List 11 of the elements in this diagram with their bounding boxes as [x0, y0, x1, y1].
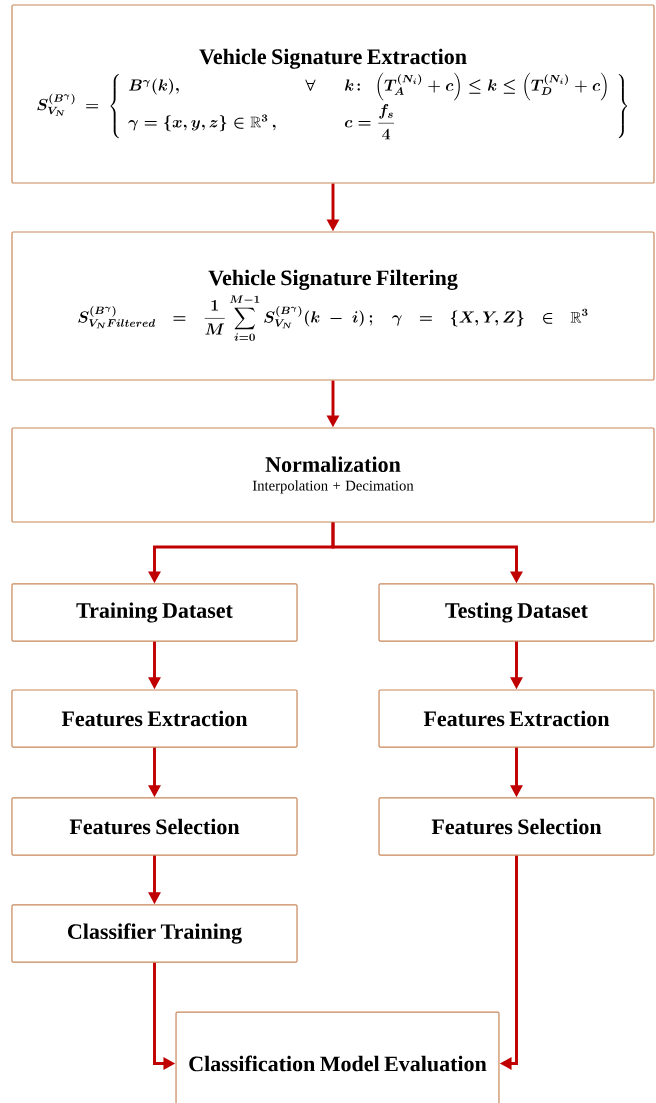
process-box: Vehicle Signature Filtering $S_{V_N Filtered}^{(B^{\gamma})}=\frac{1}{M}\sum_{i=0}^{M-1}S_{V_N}^{(B^{\gamma})}(k-i)\,;\quad \gamma=\{X,Y,Z\}\in\mathbb{R}^3$	[11, 231, 655, 381]
process-box: Training Dataset	[11, 583, 298, 642]
process-box: Features Extraction	[378, 689, 655, 748]
process-box: Normalization Interpolation + Decimation	[11, 427, 655, 523]
process-box: Classifier Training	[11, 904, 298, 963]
process-box: Testing Dataset	[378, 583, 655, 642]
process-box: Features Selection	[11, 797, 298, 856]
process-box: Features Selection	[378, 797, 655, 856]
process-box: Vehicle Signature Extraction $S_{V_N}^{(B^{\gamma})}=\left\{\begin{array}{lll}B^{\gamma}(k), & \quad\forall\quad & k\colon\ \left(T_A^{(N_i)}+c\right)\le k\le\left(T_D^{(N_i)}+c\right)\\[6pt] \gamma=\{x,y,z\}\in\mathbb{R}^3\,, & & c=\dfrac{f_s}{4}\end{array}\right\}$	[11, 4, 655, 184]
process-box: Features Extraction	[11, 689, 298, 748]
process-box: Classification Model Evaluation	[175, 1011, 500, 1103]
